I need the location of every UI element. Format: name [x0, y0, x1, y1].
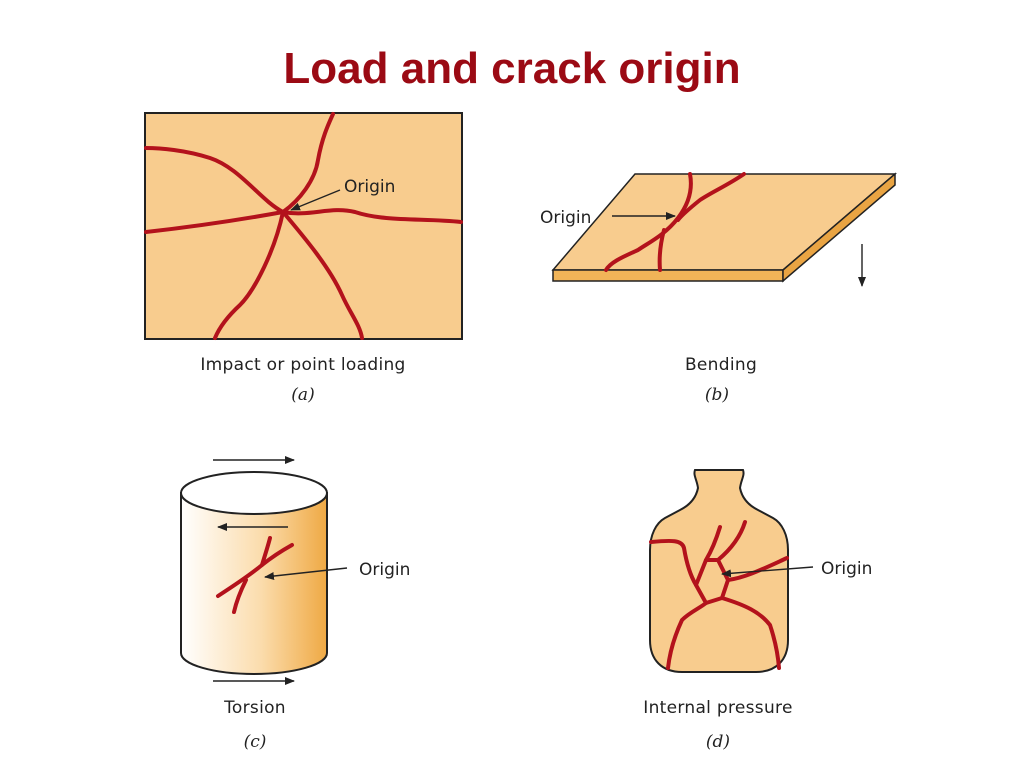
panel-a: Origin Impact or point loading (a) — [144, 112, 463, 405]
page-title: Load and crack origin — [283, 44, 741, 93]
caption-a: Impact or point loading — [200, 355, 405, 375]
cracks-a — [144, 112, 463, 340]
caption-c: Torsion — [223, 698, 286, 718]
bottle-d — [649, 469, 789, 673]
origin-label-c: Origin — [359, 560, 410, 580]
caption-b: Bending — [685, 355, 757, 375]
sub-b: (b) — [705, 385, 729, 405]
slab-side-b — [782, 172, 896, 283]
cracks-c — [216, 536, 294, 614]
cracks-d — [649, 520, 789, 670]
panel-b: Origin Bending (b) — [540, 172, 898, 405]
sub-d: (d) — [706, 732, 730, 752]
origin-pointer-c — [264, 567, 348, 580]
cracks-b — [604, 172, 746, 272]
cylinder-top-c — [180, 471, 328, 515]
origin-pointer-a — [290, 189, 341, 211]
sub-a: (a) — [291, 385, 314, 405]
slab-front-b — [552, 269, 784, 282]
panel-c: Origin Torsion (c) — [180, 456, 410, 752]
origin-label-d: Origin — [821, 559, 872, 579]
origin-label-b: Origin — [540, 208, 591, 228]
sub-c: (c) — [244, 732, 267, 752]
origin-label-a: Origin — [344, 177, 395, 197]
cylinder-body-c — [180, 492, 328, 675]
panel-d: Origin Internal pressure (d) — [643, 469, 872, 752]
origin-pointer-d — [721, 566, 814, 578]
caption-d: Internal pressure — [643, 698, 792, 718]
